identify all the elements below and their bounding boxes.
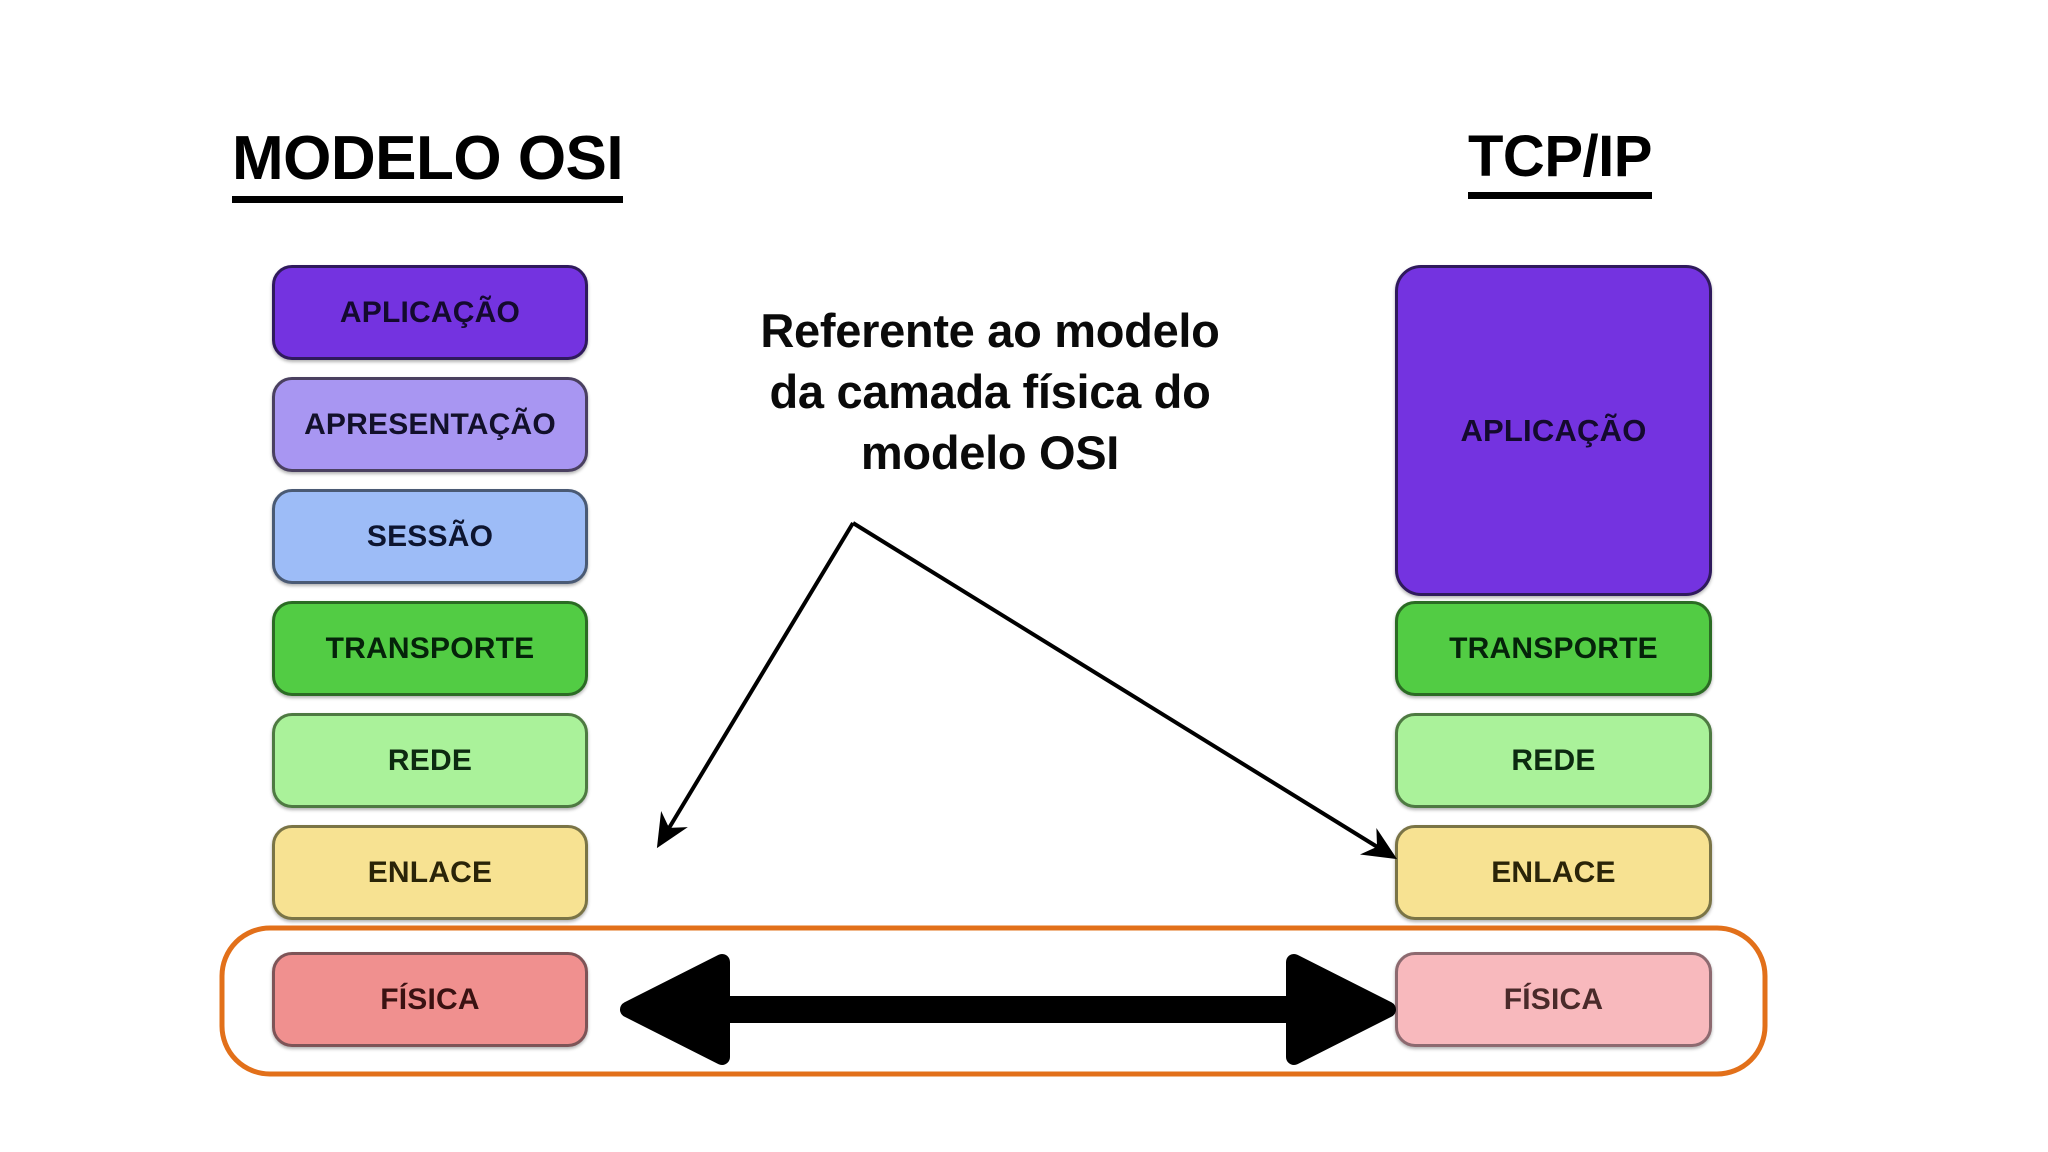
osi-layer-sessao[interactable]: SESSÃO [272,489,588,584]
osi-layer-fisica-label: FÍSICA [380,982,480,1016]
osi-layer-aplicacao-label: APLICAÇÃO [339,295,521,329]
physical-equivalence-arrow [620,954,1396,1065]
annotation-line-1: Referente ao modelo [760,304,1220,357]
annotation-line-3: modelo OSI [860,426,1120,480]
tcpip-layer-aplicacao[interactable]: APLICAÇÃO [1395,265,1712,596]
osi-layer-aplicacao[interactable]: APLICAÇÃO [272,265,588,360]
annotation-text: Referente ao modelo da camada física do … [690,300,1290,483]
tcpip-column-title-text: TCP/IP [1468,128,1652,199]
osi-column-title: MODELO OSI [232,128,624,203]
osi-layer-apresentacao-label: APRESENTAÇÃO [304,407,556,441]
annotation-pointer-arrows [656,521,1398,860]
tcpip-layer-enlace[interactable]: ENLACE [1395,825,1712,920]
osi-layer-transporte[interactable]: TRANSPORTE [272,601,588,696]
osi-layer-apresentacao[interactable]: APRESENTAÇÃO [272,377,588,472]
osi-layer-rede[interactable]: REDE [272,713,588,808]
tcpip-layer-aplicacao-label: APLICAÇÃO [1460,413,1647,448]
osi-layer-sessao-label: SESSÃO [366,519,494,553]
annotation-line-2: da camada física do [769,365,1211,419]
tcpip-layer-transporte[interactable]: TRANSPORTE [1395,601,1712,696]
osi-layer-fisica[interactable]: FÍSICA [272,952,588,1047]
annotation-pointer-arrow-left [656,521,855,849]
tcpip-layer-rede-label: REDE [1511,743,1596,777]
tcpip-layer-transporte-label: TRANSPORTE [1449,631,1658,665]
tcpip-layer-rede[interactable]: REDE [1395,713,1712,808]
osi-layer-enlace[interactable]: ENLACE [272,825,588,920]
osi-layer-rede-label: REDE [387,743,473,777]
tcpip-layer-enlace-label: ENLACE [1491,855,1616,889]
osi-column-title-text: MODELO OSI [232,128,624,203]
tcpip-column-title: TCP/IP [1468,128,1652,199]
tcpip-layer-fisica-label: FÍSICA [1503,982,1604,1016]
osi-layer-transporte-label: TRANSPORTE [325,631,535,665]
tcpip-layer-fisica[interactable]: FÍSICA [1395,952,1712,1047]
annotation-pointer-arrow-right [851,521,1398,860]
osi-layer-enlace-label: ENLACE [367,855,493,889]
